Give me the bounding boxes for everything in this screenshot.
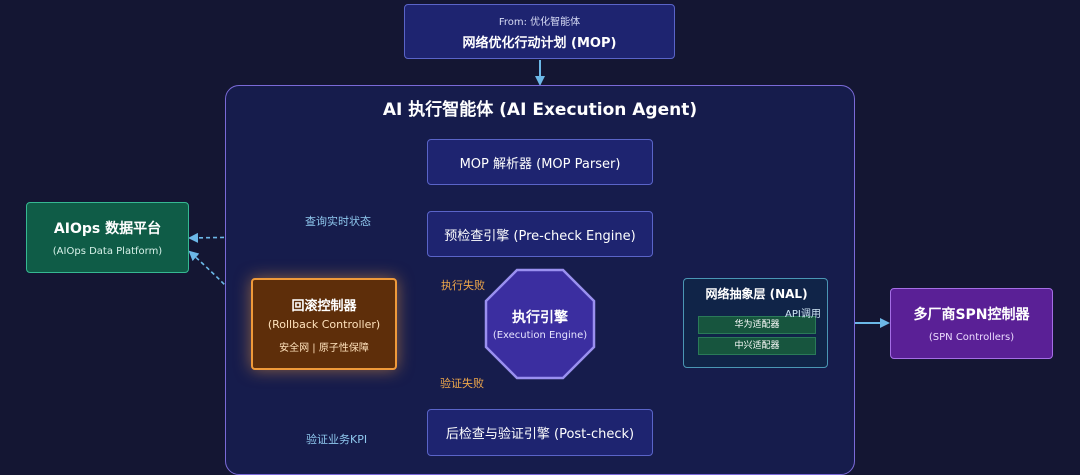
mop-source: From: 优化智能体 bbox=[498, 16, 581, 28]
postcheck-engine-label: 后检查与验证引擎 (Post-check) bbox=[445, 427, 635, 442]
edge-label-verify-kpi: 验证业务KPI bbox=[306, 433, 368, 446]
execution-engine-title: 执行引擎 bbox=[512, 310, 568, 326]
nal-box: 网络抽象层 (NAL) 华为适配器 中兴适配器 bbox=[683, 278, 828, 368]
edge-label-exec-fail: 执行失败 bbox=[441, 279, 485, 292]
aiops-title: AIOps 数据平台 bbox=[53, 221, 162, 237]
postcheck-engine-box: 后检查与验证引擎 (Post-check) bbox=[427, 409, 653, 456]
nal-adapter-zte: 中兴适配器 bbox=[698, 337, 816, 355]
execution-engine: 执行引擎 (Execution Engine) bbox=[484, 268, 596, 380]
nal-title: 网络抽象层 (NAL) bbox=[705, 287, 808, 301]
spn-controllers-box: 多厂商SPN控制器 (SPN Controllers) bbox=[890, 288, 1053, 359]
rollback-subtitle: (Rollback Controller) bbox=[267, 317, 381, 331]
execution-engine-subtitle: (Execution Engine) bbox=[492, 330, 588, 341]
edge-label-api-call: API调用 bbox=[785, 309, 821, 320]
edge-label-verify-fail: 验证失败 bbox=[440, 377, 484, 390]
mop-parser-box: MOP 解析器 (MOP Parser) bbox=[427, 139, 653, 185]
spn-subtitle: (SPN Controllers) bbox=[928, 332, 1015, 343]
precheck-engine-box: 预检查引擎 (Pre-check Engine) bbox=[427, 211, 653, 257]
rollback-title: 回滚控制器 bbox=[291, 298, 357, 314]
execution-engine-octagon bbox=[484, 268, 596, 380]
mop-parser-label: MOP 解析器 (MOP Parser) bbox=[459, 156, 621, 172]
aiops-platform-box: AIOps 数据平台 (AIOps Data Platform) bbox=[26, 202, 189, 273]
mop-title: 网络优化行动计划 (MOP) bbox=[462, 35, 617, 51]
mop-box: From: 优化智能体 网络优化行动计划 (MOP) bbox=[404, 4, 675, 59]
rollback-controller-box: 回滚控制器 (Rollback Controller) 安全网 | 原子性保障 bbox=[251, 278, 397, 370]
aiops-subtitle: (AIOps Data Platform) bbox=[52, 246, 163, 257]
nal-adapter-huawei: 华为适配器 bbox=[698, 316, 816, 334]
spn-title: 多厂商SPN控制器 bbox=[913, 307, 1030, 323]
precheck-engine-label: 预检查引擎 (Pre-check Engine) bbox=[444, 228, 636, 244]
rollback-note: 安全网 | 原子性保障 bbox=[279, 342, 369, 354]
agent-title: AI 执行智能体 (AI Execution Agent) bbox=[382, 100, 698, 120]
edge-label-query-realtime: 查询实时状态 bbox=[305, 215, 371, 228]
